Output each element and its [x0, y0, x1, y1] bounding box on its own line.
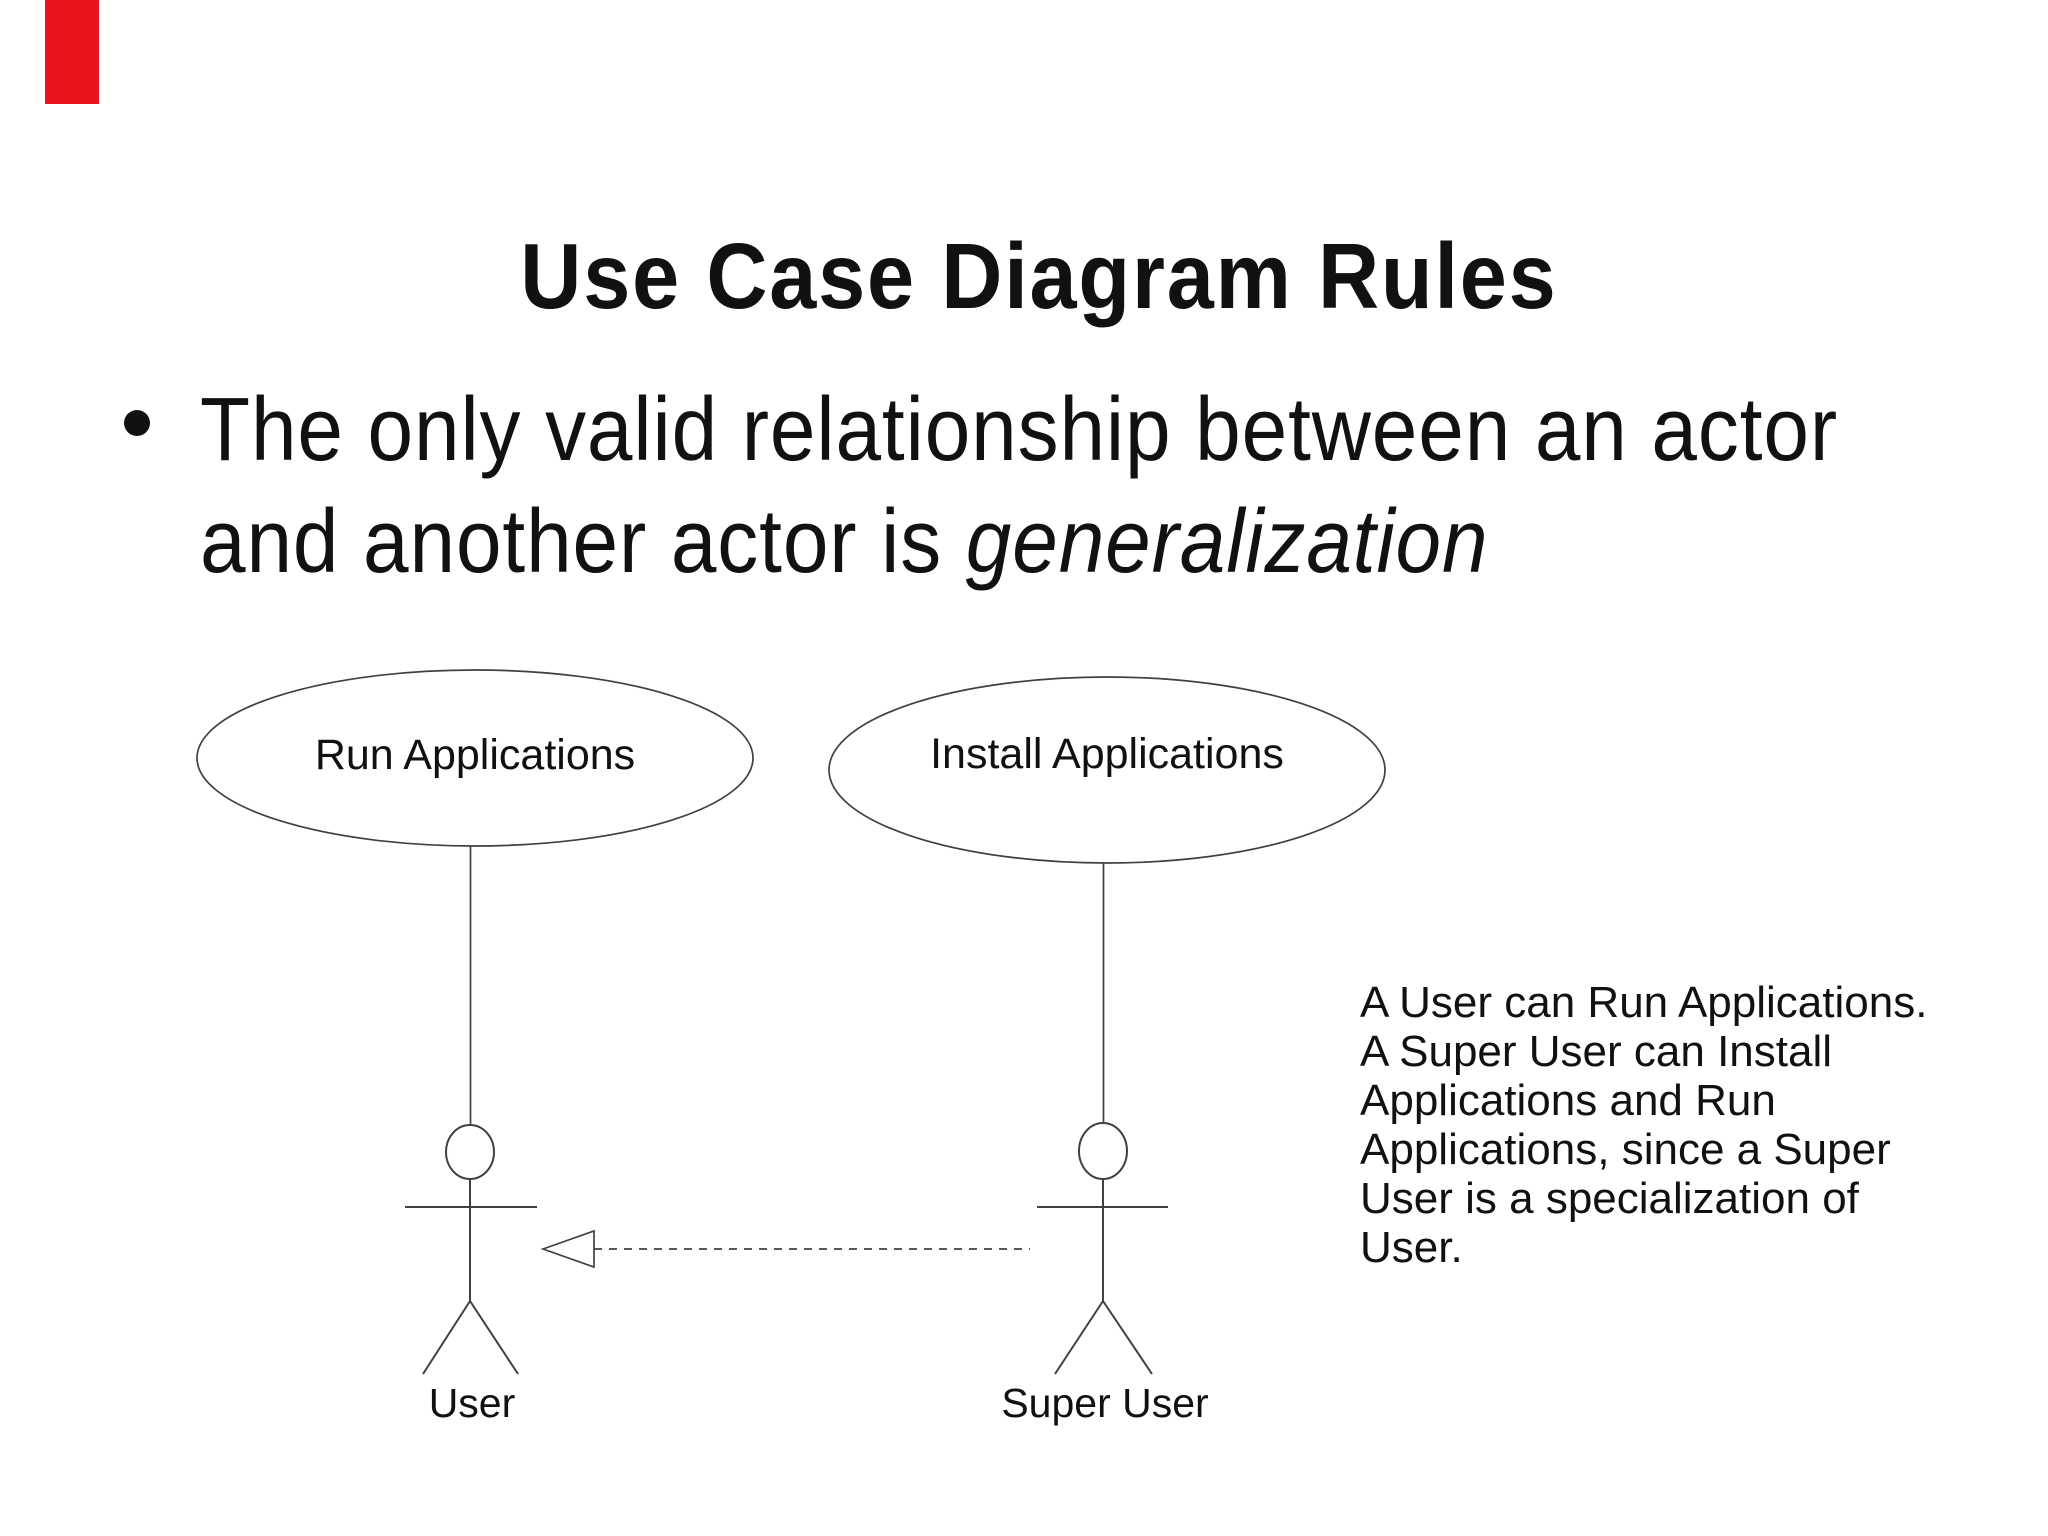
use-case-ellipse-install-applications — [828, 676, 1386, 864]
use-case-ellipse-run-applications — [196, 669, 754, 847]
page-title: Use Case Diagram Rules — [0, 226, 2048, 326]
bullet-line-2: and another actor is generalization — [200, 486, 1929, 598]
note-text: A User can Run Applications. A Super Use… — [1360, 978, 1928, 1272]
bullet-icon — [124, 410, 150, 436]
use-case-label-run-applications: Run Applications — [315, 731, 635, 779]
generalization-arrow — [540, 1229, 1030, 1269]
bullet-line-2-emphasis: generalization — [965, 492, 1489, 592]
actor-super-user-icon — [1037, 1122, 1168, 1375]
actor-label-user: User — [429, 1380, 516, 1426]
actor-user-head — [445, 1124, 495, 1180]
bullet-line-2-prefix: and another actor is — [200, 492, 966, 592]
bullet-line-1: The only valid relationship between an a… — [200, 380, 1839, 480]
actor-label-super-user: Super User — [1001, 1380, 1208, 1426]
actor-user-leg-right — [469, 1300, 519, 1375]
bullet-text: The only valid relationship between an a… — [200, 374, 1929, 598]
actor-user-icon — [405, 1124, 537, 1375]
generalization-arrowhead — [540, 1229, 595, 1269]
red-marker — [45, 0, 99, 104]
actor-super-user-leg-left — [1054, 1300, 1104, 1375]
actor-user-leg-left — [422, 1300, 471, 1375]
use-case-label-install-applications: Install Applications — [930, 730, 1284, 778]
page-title-text: Use Case Diagram Rules — [520, 224, 1558, 328]
actor-super-user-leg-right — [1102, 1300, 1153, 1375]
actor-super-user-head — [1078, 1122, 1128, 1180]
